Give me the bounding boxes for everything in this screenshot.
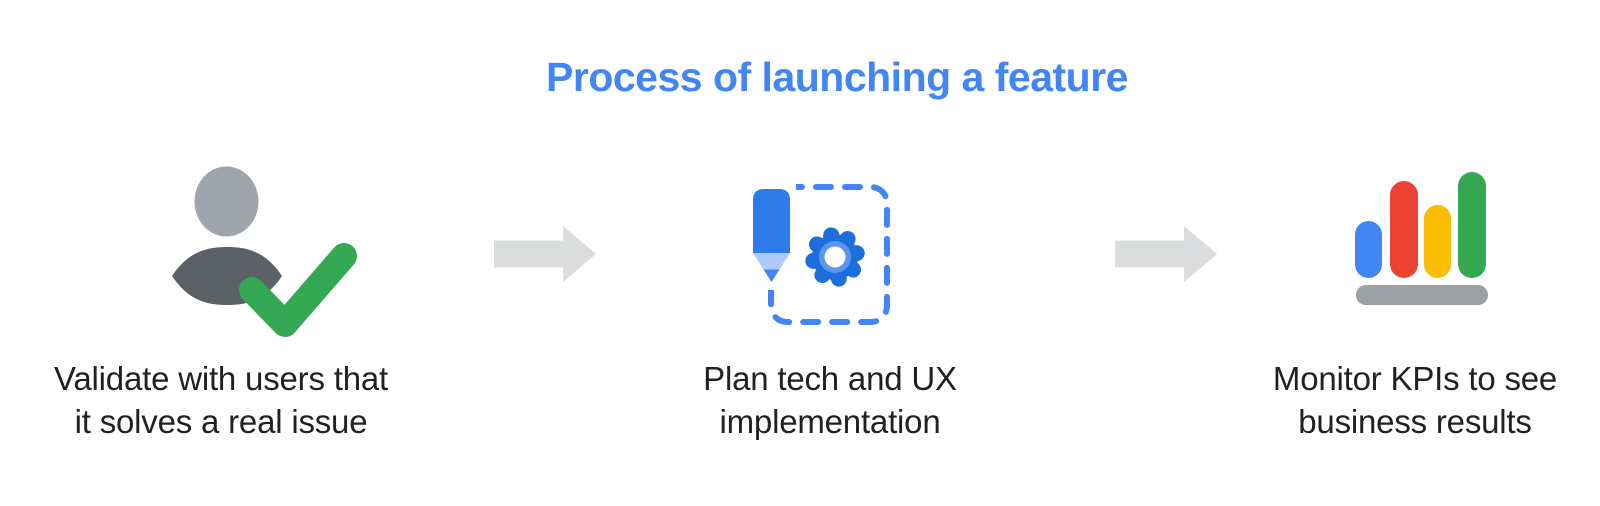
step-2-label: Plan tech and UX implementation (610, 357, 1050, 443)
bar-red (1390, 181, 1418, 278)
user-head (194, 166, 259, 237)
bar-yellow (1424, 205, 1451, 278)
arrow-right-icon (494, 226, 596, 282)
pencil-gear-icon (746, 182, 890, 325)
step-1-label-line-2: it solves a real issue (74, 403, 368, 440)
pencil-tip (753, 253, 790, 282)
step-3-label-line-1: Monitor KPIs to see (1272, 360, 1558, 397)
gear-icon (805, 227, 865, 287)
arrow-shape (494, 226, 596, 282)
user-validated-icon (172, 166, 357, 337)
step-2-label-line-1: Plan tech and UX (703, 360, 957, 397)
step-3-label-line-2: business results (1298, 403, 1532, 440)
arrow-right-icon (1115, 226, 1217, 282)
step-2-label-line-2: implementation (719, 403, 941, 440)
pencil-body (753, 189, 790, 253)
check-icon (239, 243, 357, 337)
step-3-label: Monitor KPIs to see business results (1195, 357, 1600, 443)
dashed-plan-frame (768, 184, 890, 325)
arrow-shape (1115, 226, 1217, 282)
bar-green (1458, 172, 1486, 278)
kpi-bar-chart-icon (1355, 172, 1488, 305)
pencil-point (763, 269, 780, 282)
chart-base (1356, 285, 1488, 305)
step-1-label-line-1: Validate with users that (54, 360, 388, 397)
gear-hole (824, 246, 846, 268)
step-1-label: Validate with users that it solves a rea… (1, 357, 441, 443)
bar-blue (1355, 221, 1382, 278)
diagram-title: Process of launching a feature (546, 54, 1128, 100)
